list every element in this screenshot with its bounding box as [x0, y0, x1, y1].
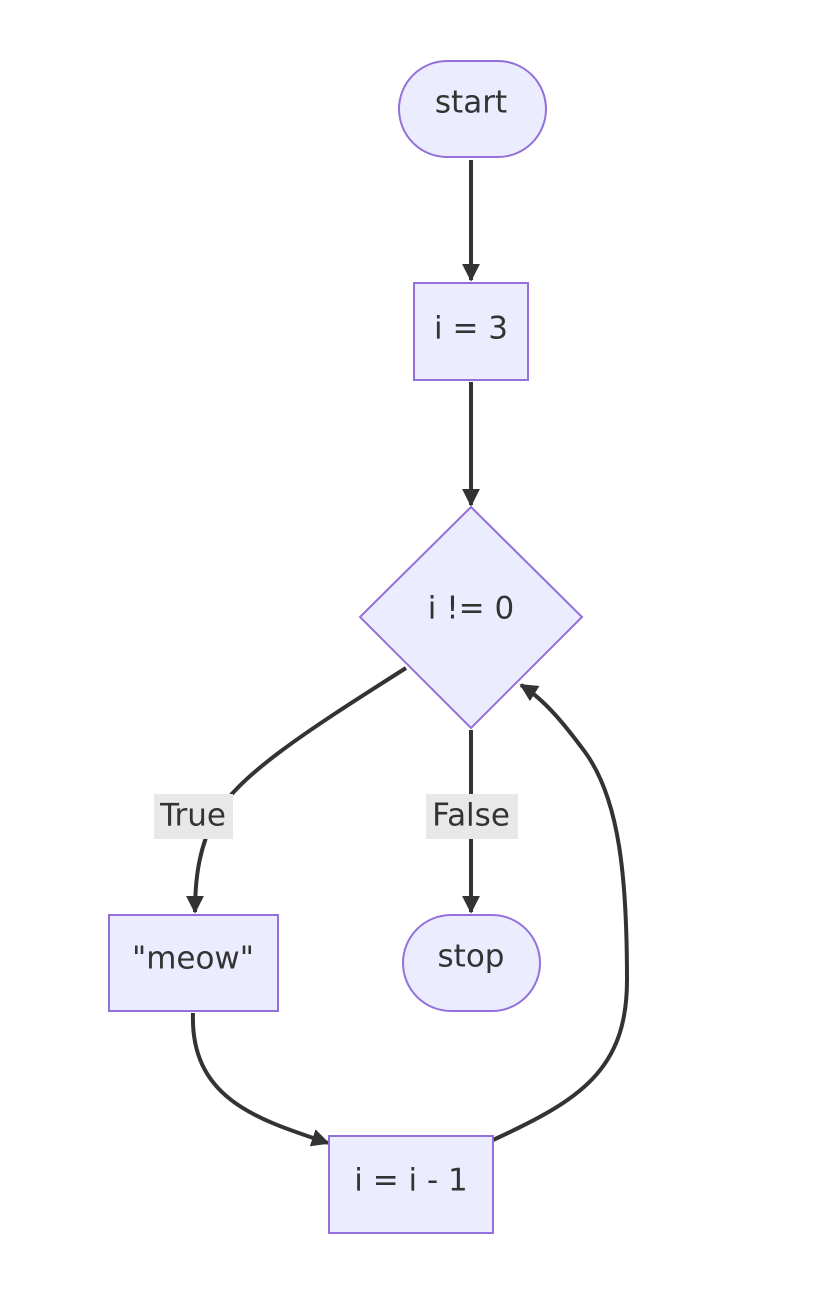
node-decision-label: i != 0	[428, 591, 514, 627]
edge-label-false-text: False	[432, 798, 510, 834]
edge-meow-to-decrement	[190, 1012, 330, 1147]
edge-label-true: True	[154, 794, 233, 839]
node-stop: stop	[402, 914, 541, 1012]
node-start-label: start	[435, 85, 507, 121]
node-decrement-label: i = i - 1	[354, 1163, 468, 1199]
node-start: start	[398, 60, 547, 158]
edge-label-false: False	[426, 794, 518, 839]
edge-decrement-to-decision	[492, 683, 630, 1142]
node-decision: i != 0	[358, 505, 584, 730]
node-stop-label: stop	[438, 939, 505, 975]
node-init: i = 3	[413, 282, 529, 381]
node-decrement: i = i - 1	[328, 1135, 494, 1234]
edge-decision-to-meow	[186, 666, 408, 914]
node-meow: "meow"	[108, 914, 279, 1012]
edge-label-true-text: True	[159, 798, 226, 834]
node-init-label: i = 3	[434, 311, 508, 347]
node-meow-label: "meow"	[132, 941, 254, 977]
